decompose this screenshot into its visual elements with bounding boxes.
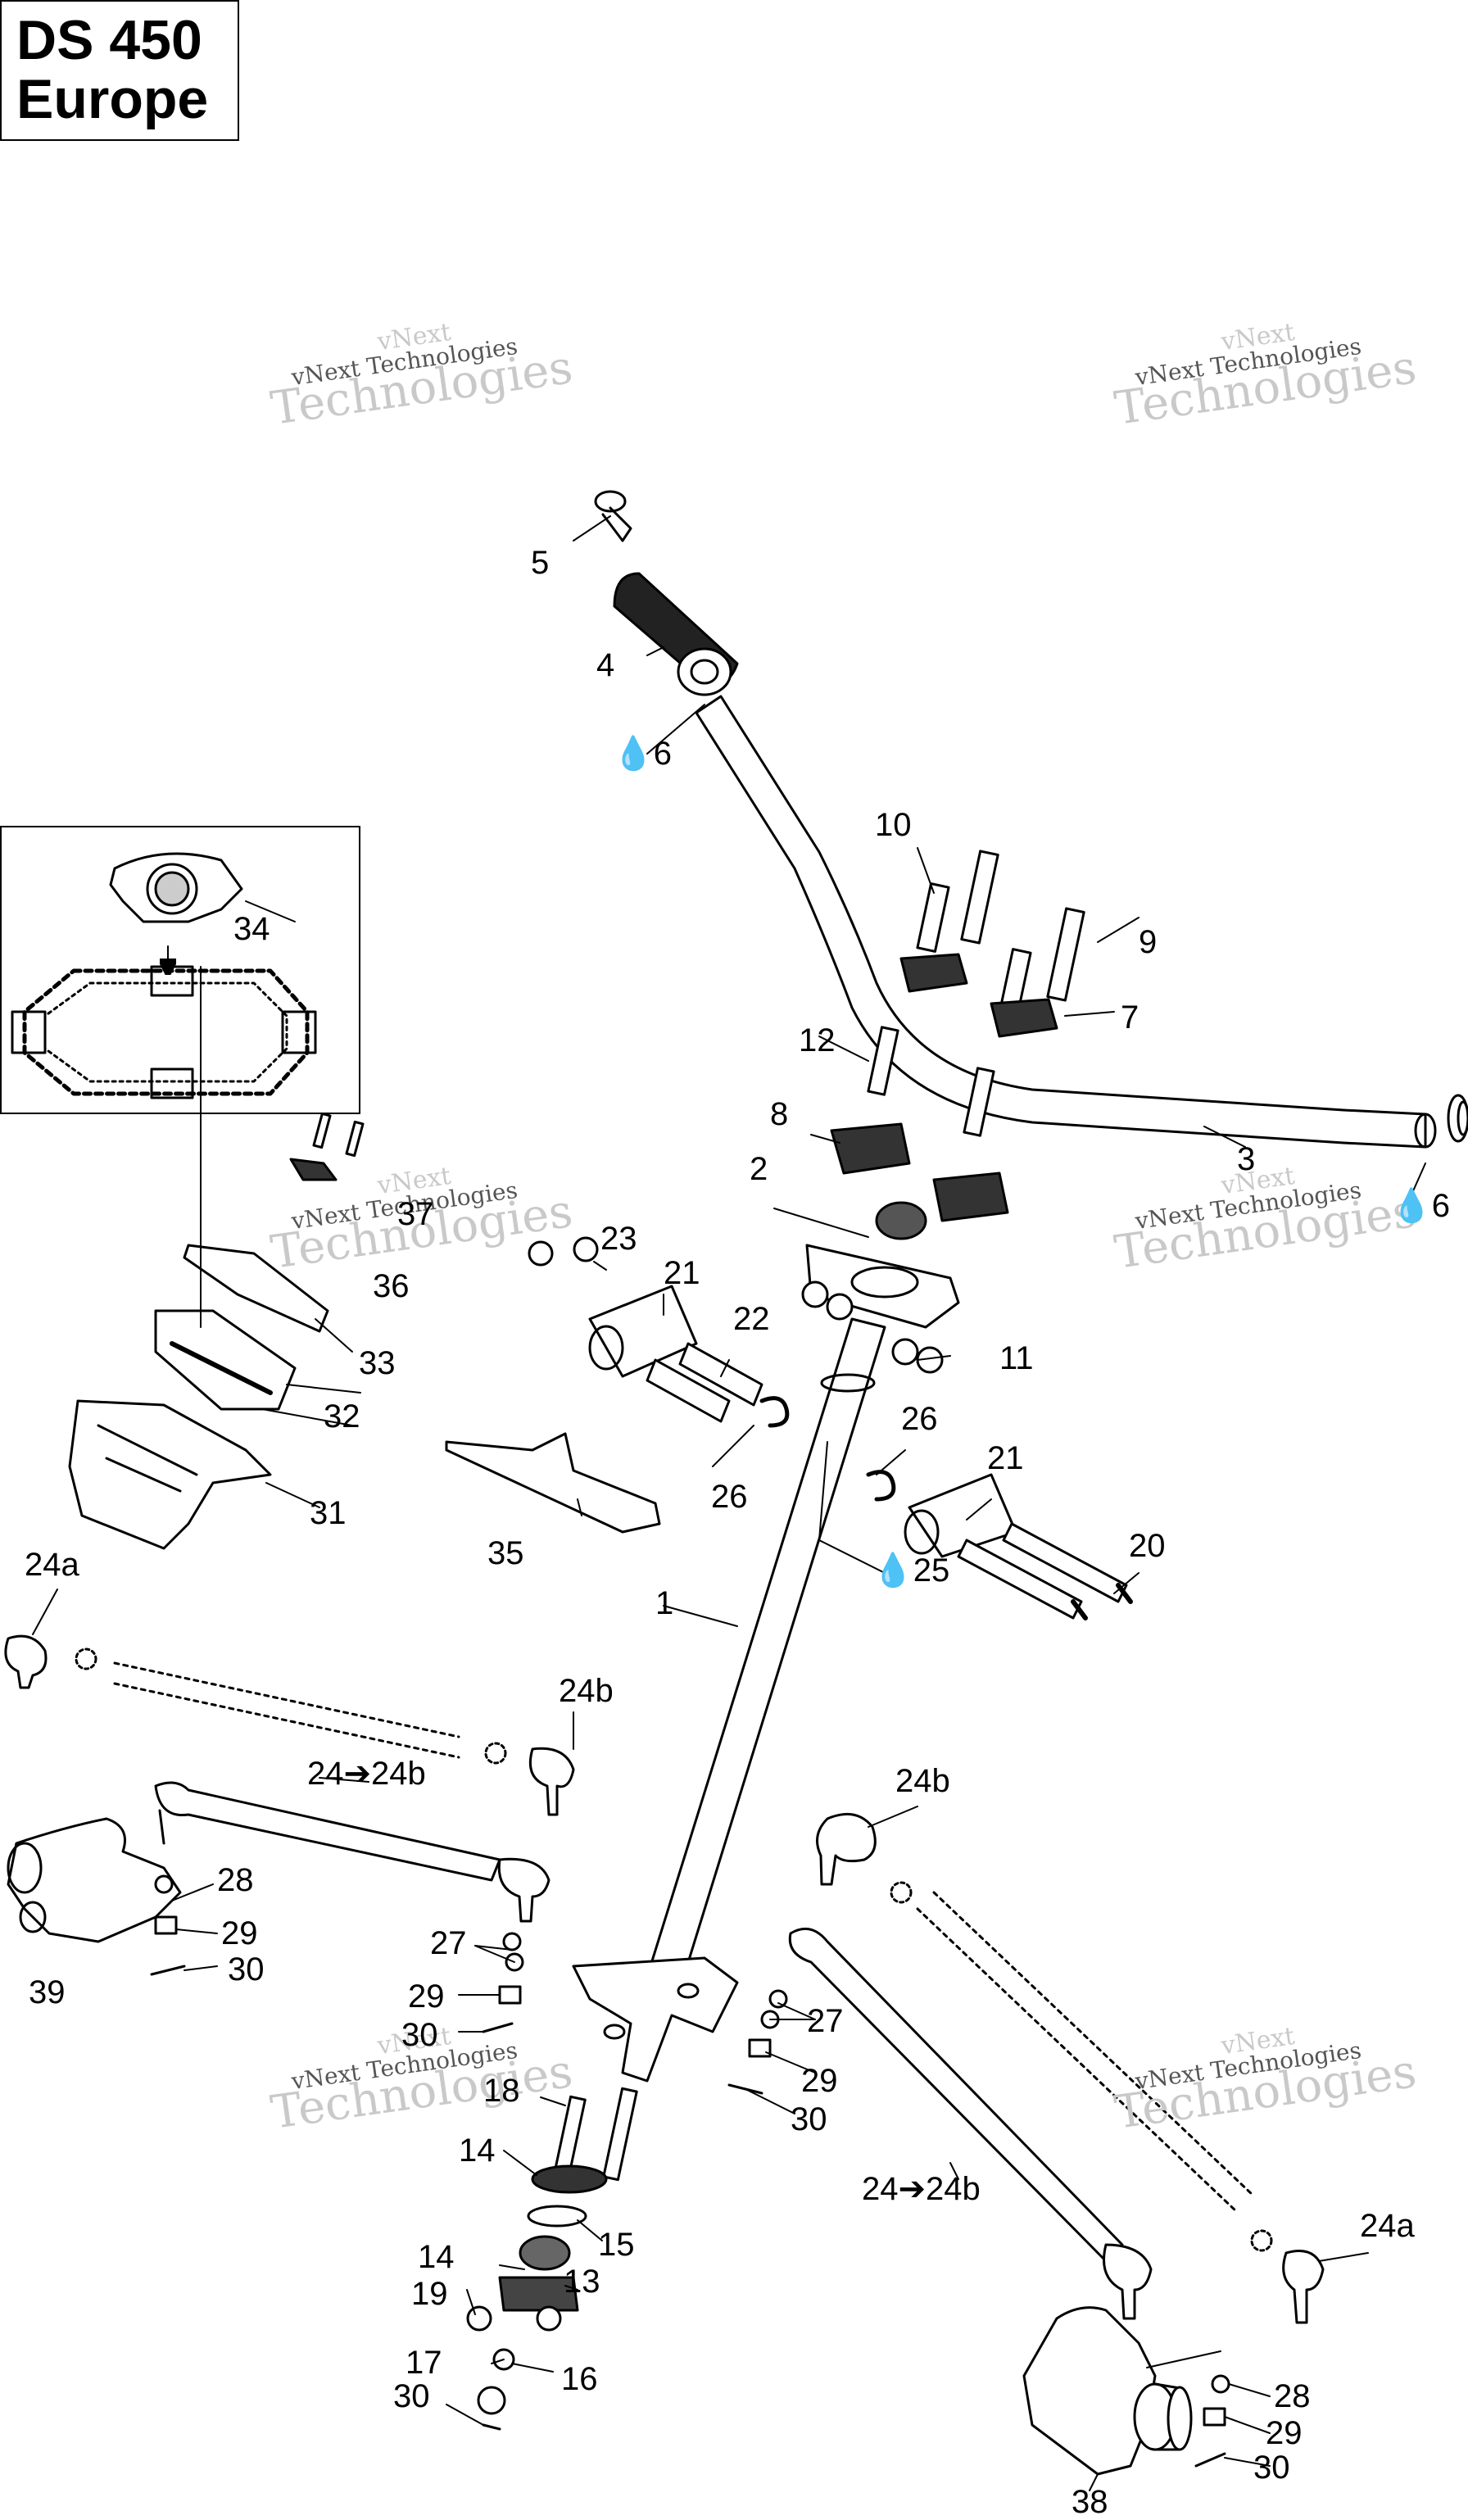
callout-2: 2 (750, 1151, 768, 1187)
callout-23: 23 (600, 1221, 637, 1257)
callout-30-left: 30 (228, 1951, 265, 1987)
callout-6-left: 💧6 (613, 736, 673, 772)
callout-22: 22 (733, 1301, 770, 1337)
digital-gauge (109, 852, 243, 923)
lower-clamps (830, 1026, 1009, 1222)
watermark: vNext vNext Technologies Technologies (267, 317, 576, 436)
cluster-cover (183, 1244, 329, 1333)
end-plug-right (1447, 1094, 1468, 1143)
callout-24b-left: 24b (559, 1673, 614, 1709)
callout-37: 37 (397, 1196, 434, 1232)
callout-14-upper: 14 (459, 2132, 496, 2169)
callout-15: 15 (598, 2227, 635, 2263)
tie-rod-right (788, 1927, 1153, 2320)
callout-12: 12 (799, 1022, 836, 1058)
callout-27-right: 27 (807, 2003, 844, 2039)
gauge-inset (0, 826, 360, 1114)
callout-8: 8 (770, 1096, 789, 1132)
callout-24b-right: 24b (895, 1763, 950, 1799)
watermark: vNext vNext Technologies Technologies (1111, 1161, 1420, 1280)
callout-21-lower: 21 (987, 1440, 1024, 1476)
callout-6-right: 💧6 (1391, 1188, 1451, 1224)
end-plug-left (594, 490, 632, 542)
callout-28-left: 28 (217, 1862, 254, 1898)
callout-30-right: 30 (791, 2101, 827, 2137)
model-title-box: DS 450 Europe (0, 0, 239, 141)
callout-35: 35 (487, 1535, 524, 1571)
callout-9: 9 (1139, 924, 1158, 960)
callout-26-left: 26 (711, 1479, 748, 1515)
callout-38: 38 (1072, 2484, 1108, 2520)
upper-clamp-bolts (916, 850, 1085, 1018)
watermark: vNext vNext Technologies Technologies (267, 2021, 576, 2140)
tie-rod-left (154, 1781, 550, 1923)
instrument-cluster (154, 1309, 297, 1411)
callout-11: 11 (999, 1340, 1034, 1376)
model-title-line2: Europe (16, 68, 209, 130)
callout-20: 20 (1129, 1528, 1166, 1564)
bracket-plate (445, 1432, 661, 1534)
callout-4: 4 (596, 647, 615, 683)
handle-grip (613, 572, 739, 696)
mounting-bracket-small (289, 1112, 365, 1181)
watermark: vNext vNext Technologies Technologies (1111, 317, 1420, 436)
tie-rod-left-upper (4, 1634, 575, 1816)
callout-5: 5 (531, 545, 550, 581)
callout-25: 💧25 (872, 1552, 950, 1589)
callout-29-mid: 29 (408, 1978, 445, 2015)
handlebar-support (805, 1201, 960, 1329)
callout-19: 19 (411, 2276, 448, 2312)
callout-27-left: 27 (430, 1925, 467, 1961)
steering-column (637, 1317, 886, 2017)
callout-24a-left: 24a (25, 1547, 79, 1583)
callout-3: 3 (1237, 1141, 1256, 1177)
column-support (528, 1236, 1133, 1620)
support-nuts (801, 1280, 944, 1374)
callout-18: 18 (483, 2073, 520, 2109)
model-title-line1: DS 450 (16, 9, 202, 71)
callout-28-right: 28 (1274, 2378, 1311, 2414)
watermark: vNext vNext Technologies Technologies (1111, 2021, 1420, 2140)
callout-17: 17 (406, 2345, 442, 2381)
callout-34: 34 (233, 911, 270, 947)
pitman-arm (572, 1956, 739, 2083)
upper-clamps (899, 953, 1058, 1038)
callout-39: 39 (29, 1974, 66, 2010)
callout-14-lower: 14 (418, 2239, 455, 2275)
callout-13: 13 (564, 2264, 600, 2300)
callout-29-bottom-right: 29 (1266, 2415, 1303, 2451)
callout-29-left: 29 (221, 1915, 258, 1951)
callout-7: 7 (1121, 999, 1140, 1036)
callout-24-to-24b-right: 24➔24b (862, 2171, 981, 2207)
steering-knuckle-right (1022, 2306, 1193, 2476)
callout-24a-right: 24a (1360, 2208, 1415, 2244)
callout-31: 31 (310, 1495, 347, 1531)
handlebar (695, 695, 1437, 1149)
bearing-stack (466, 2164, 608, 2431)
callout-32: 32 (324, 1398, 360, 1434)
callout-30-mid: 30 (401, 2017, 438, 2053)
callout-26-right: 26 (901, 1401, 938, 1437)
callout-30-bottom: 30 (393, 2378, 430, 2414)
tie-rod-right-upper (816, 1812, 1325, 2324)
callout-21-upper: 21 (664, 1255, 700, 1291)
callout-29-right: 29 (801, 2063, 838, 2099)
callout-1: 1 (655, 1585, 674, 1621)
gauge-housing (68, 1399, 272, 1550)
callout-10: 10 (875, 807, 912, 843)
gauge-seal (11, 965, 317, 1099)
callout-16: 16 (561, 2361, 598, 2397)
callout-36: 36 (373, 1268, 410, 1304)
leader-lines (32, 515, 1426, 2491)
callout-33: 33 (359, 1345, 396, 1381)
callout-30-bottom-right: 30 (1253, 2450, 1290, 2486)
callout-24-to-24b-left: 24➔24b (307, 1756, 426, 1792)
steering-knuckle-left (7, 1817, 182, 1943)
